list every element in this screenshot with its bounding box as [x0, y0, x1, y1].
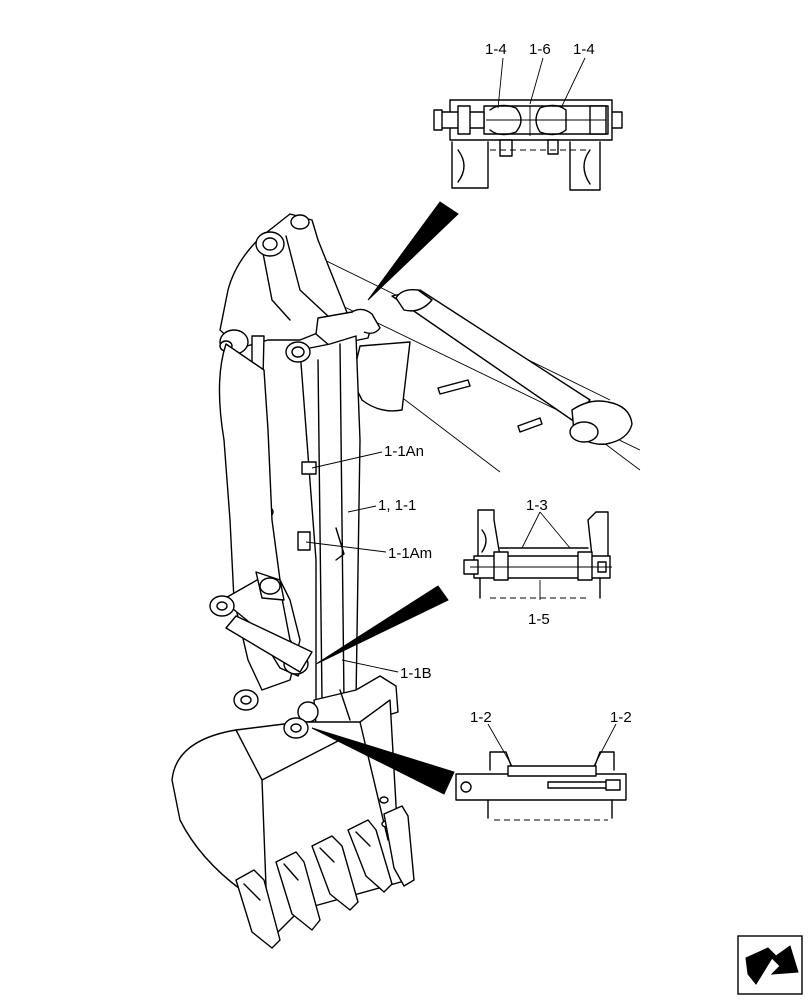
callout-1-2-right: 1-2	[610, 709, 632, 726]
callout-1-1An: 1-1An	[384, 443, 424, 460]
next-page-button[interactable]	[737, 935, 803, 995]
part-1-1Am-plate	[297, 531, 311, 551]
detail-view-lower: 1-2 1-2	[455, 709, 632, 821]
arm-assembly	[171, 213, 641, 949]
detail-view-top: 1-4 1-6 1-4	[433, 41, 623, 191]
callout-1-4-left: 1-4	[485, 41, 507, 58]
pointer-wedge-lower	[311, 727, 455, 795]
callout-1-1: 1, 1-1	[378, 497, 416, 514]
pointer-wedge-top	[367, 201, 459, 301]
callout-1-6: 1-6	[529, 41, 551, 58]
callout-1-3: 1-3	[526, 497, 548, 514]
detail-view-middle: 1-3 1-5	[463, 497, 612, 628]
callout-1-1Am: 1-1Am	[388, 545, 432, 562]
callout-1-4-right: 1-4	[573, 41, 595, 58]
pointer-wedge-middle	[315, 585, 449, 665]
callout-1-5: 1-5	[528, 611, 550, 628]
part-1-1An-plate	[301, 461, 317, 475]
next-page-arrow-icon	[745, 945, 799, 985]
arm-callouts: 1-1An 1, 1-1 1-1Am 1-1B	[305, 443, 432, 682]
callout-1-2-left: 1-2	[470, 709, 492, 726]
callout-1-1B: 1-1B	[400, 665, 432, 682]
